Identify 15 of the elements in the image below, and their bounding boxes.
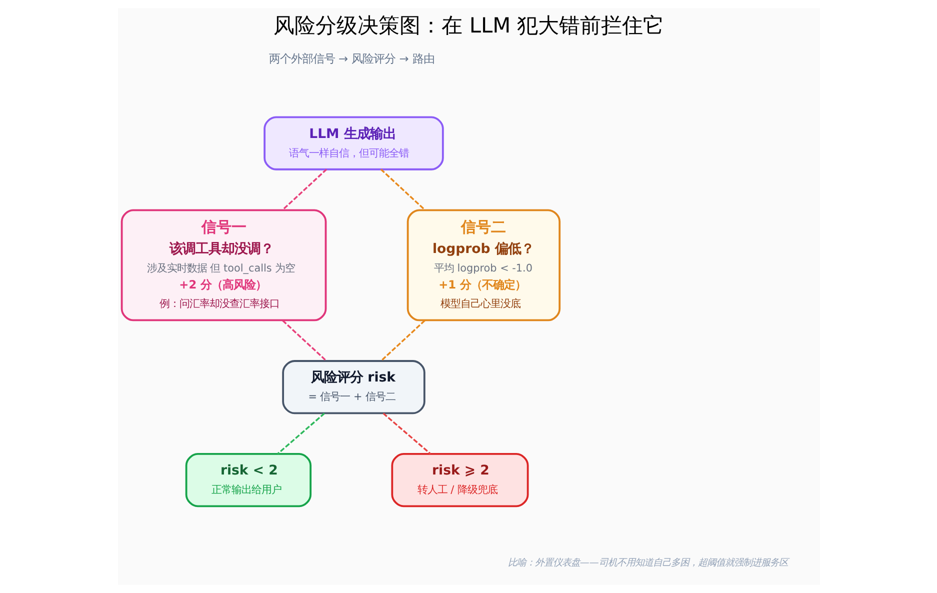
label: 两个外部信号 → 风险评分 → 路由 <box>268 51 434 66</box>
connector <box>380 320 425 362</box>
diagram-title: 风险分级决策图：在 LLM 犯大错前拦住它 <box>273 13 664 38</box>
node-box: 信号一 该调工具却没调？ 涉及实时数据 但 tool_calls 为空 +2 分（高风险） 例：问汇率却没查汇率接口 <box>120 209 326 322</box>
node-box: 信号二 logprob 偏低？ 平均 logprob < -1.0 +1 分（不确定） 模型自己心里没底 <box>406 209 560 322</box>
connector <box>282 320 326 362</box>
connector <box>276 412 324 455</box>
node-box: LLM 生成输出 语气一样自信，但可能全错 <box>263 116 444 170</box>
connector <box>282 168 327 211</box>
node-box: risk ⩾ 2 转人工 / 降级兜底 <box>390 453 528 508</box>
connector <box>382 412 431 455</box>
node-box: 风险评分 risk = 信号一 + 信号二 <box>282 360 425 414</box>
caption: 比喻：外置仪表盘——司机不用知道自己多困，超阈值就强制进服务区 <box>507 557 788 568</box>
node-box: risk < 2 正常输出给用户 <box>184 453 312 508</box>
connector <box>380 168 425 211</box>
